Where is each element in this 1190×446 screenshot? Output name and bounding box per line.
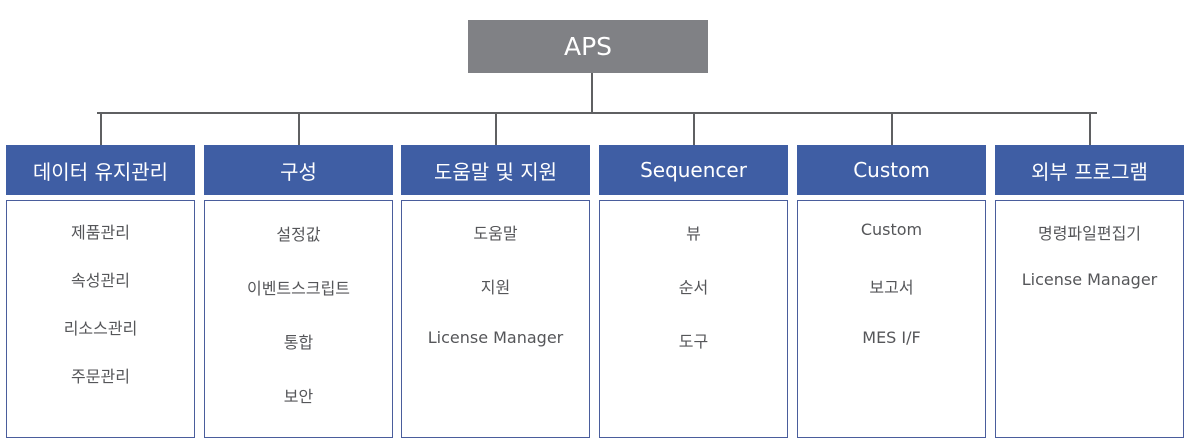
branch-title: 데이터 유지관리 [32,159,169,184]
list-item: 순서 [678,278,709,297]
branch-items-box-6: 명령파일편집기 License Manager [995,200,1184,438]
branch-title: 외부 프로그램 [1031,159,1148,184]
branch-connector [890,112,893,145]
branch-connector [1088,112,1091,145]
list-item: 보고서 [869,278,914,297]
list-item: 지원 [480,278,511,297]
list-item: License Manager [427,328,564,347]
list-item: 속성관리 [71,271,130,290]
branch-header-5: Custom [797,145,986,195]
list-item: 주문관리 [71,367,130,386]
branch-header-4: Sequencer [599,145,788,195]
list-item: 이벤트스크립트 [246,279,351,298]
list-item: 뷰 [686,224,701,243]
horizontal-connector [97,112,1097,114]
branch-connector [692,112,695,145]
list-item: 도움말 [473,224,518,243]
list-item: 도구 [678,332,709,351]
list-item: 명령파일편집기 [1037,224,1142,243]
branch-items-box-5: Custom 보고서 MES I/F [797,200,986,438]
branch-title: Custom [853,158,930,182]
branch-title: Sequencer [640,158,747,182]
branch-connector [99,112,102,145]
root-connector [591,73,593,113]
list-item: MES I/F [862,328,921,347]
root-label: APS [563,32,613,61]
root-node-aps: APS [468,20,708,73]
list-item: 통합 [283,333,314,352]
list-item: 리소스관리 [63,319,138,338]
branch-connector [297,112,300,145]
list-item: 제품관리 [71,223,130,242]
branch-header-3: 도움말 및 지원 [401,145,590,195]
branch-connector [494,112,497,145]
list-item: 보안 [283,387,314,406]
branch-header-1: 데이터 유지관리 [6,145,195,195]
branch-header-2: 구성 [204,145,393,195]
list-item: 설정값 [276,225,321,244]
list-item: Custom [860,220,923,239]
list-item: License Manager [1021,270,1158,289]
branch-header-6: 외부 프로그램 [995,145,1184,195]
branch-title: 구성 [280,159,317,184]
branch-title: 도움말 및 지원 [433,159,558,184]
